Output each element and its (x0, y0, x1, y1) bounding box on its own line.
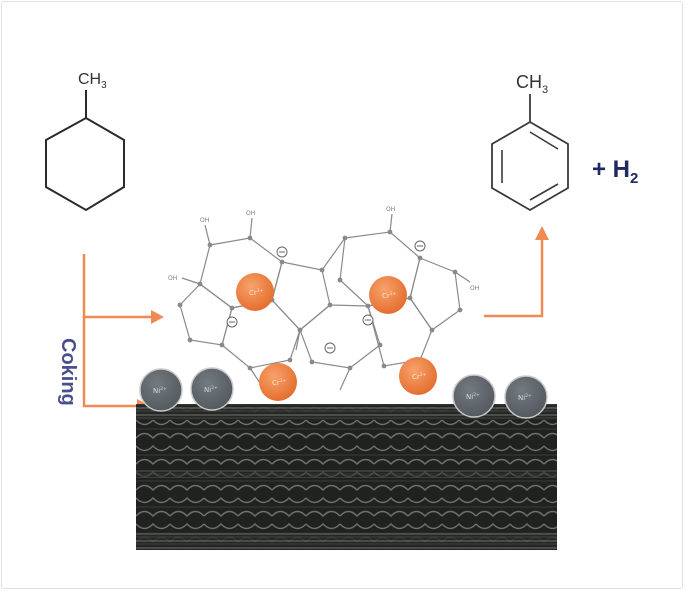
framework-node (365, 303, 371, 309)
ni-particle (504, 375, 548, 419)
framework-link-6 (389, 213, 393, 233)
ni-particle (139, 368, 183, 412)
cr-site-label: Cr3+ (272, 378, 287, 387)
framework-node (177, 302, 183, 308)
reactant-methyl-label: CH3 (78, 71, 107, 91)
negative-charge-markers (226, 240, 426, 354)
framework-node (247, 365, 253, 371)
hydroxyl-label: OH (200, 217, 209, 224)
framework-node (327, 302, 333, 308)
framework-cage-4 (409, 257, 461, 331)
framework-node (347, 365, 353, 371)
carbon-support (136, 404, 557, 550)
hydroxyl-label: OH (168, 275, 177, 282)
cr-site: Cr3+ (399, 357, 437, 395)
cr-particle (259, 363, 297, 401)
framework-cage-5 (179, 283, 233, 346)
framework-link-9 (295, 329, 301, 351)
ni-site-label: Ni2+ (153, 386, 167, 395)
ni-particle (190, 367, 234, 411)
hydroxyl-labels: OH OH OH OH OH (168, 206, 479, 292)
framework-link-5 (249, 217, 253, 239)
framework-nodes (177, 229, 463, 371)
double-bond-2 (529, 183, 559, 201)
hydroxyl-label: OH (386, 206, 395, 213)
framework-node (342, 235, 348, 241)
support-top-edge (136, 404, 557, 420)
ni-site: Ni2+ (452, 374, 496, 418)
framework-node (417, 255, 423, 261)
framework-node (229, 305, 235, 311)
framework-node (337, 277, 343, 283)
framework-node (287, 357, 293, 363)
toluene-molecule: CH3 (491, 72, 569, 212)
framework-node (377, 342, 383, 348)
methylcyclohexane-molecule: CH3 (45, 71, 125, 212)
framework-node (187, 337, 193, 343)
cr-site: Cr3+ (236, 273, 274, 311)
cyclohexane-ring (45, 116, 125, 212)
product-methyl-label: CH3 (516, 72, 548, 96)
hydroxyl-label: OH (246, 210, 255, 217)
cr-particle (236, 273, 274, 311)
ni-site: Ni2+ (504, 375, 548, 419)
framework-node (197, 281, 203, 287)
coking-label: Coking (57, 338, 79, 406)
cr-particle (369, 276, 407, 314)
framework-node (309, 359, 315, 365)
chromium-sites: Cr3+ Cr3+ Cr3+ Cr3+ (236, 273, 437, 401)
framework-node (219, 342, 225, 348)
framework-node (407, 295, 413, 301)
hydrogen-coproduct-label: + H2 (592, 156, 638, 187)
framework-node (429, 327, 435, 333)
ni-site: Ni2+ (139, 368, 183, 412)
cr-site: Cr3+ (369, 276, 407, 314)
framework-cage-7 (299, 304, 381, 369)
framework-link-4 (204, 224, 211, 246)
ni-site-label: Ni2+ (466, 392, 480, 401)
framework-link-3 (339, 367, 351, 391)
framework-link-7 (181, 277, 201, 285)
nickel-sites: Ni2+ Ni2+ Ni2+ Ni2+ (139, 367, 548, 419)
cr-particle (399, 357, 437, 395)
cr-site-label: Cr3+ (382, 291, 397, 300)
product-arrowhead (535, 226, 549, 240)
coking-path-arrow (82, 254, 140, 408)
framework-link-1 (321, 237, 346, 271)
framework-node (381, 363, 387, 369)
reaction-arrowhead (151, 310, 164, 324)
framework-node (207, 242, 213, 248)
ni-particle (452, 374, 496, 418)
ni-site-label: Ni2+ (204, 385, 218, 394)
support-bottom-edge (136, 532, 557, 550)
cr-site-label: Cr3+ (412, 372, 427, 381)
ni-site-label: Ni2+ (518, 393, 532, 402)
cr-site-label: Cr3+ (249, 288, 264, 297)
support-mid-band (136, 470, 557, 478)
framework-node (457, 307, 463, 313)
framework-node (297, 327, 303, 333)
framework-node (247, 235, 253, 241)
framework-link-8 (454, 271, 471, 283)
framework-node (319, 267, 325, 273)
framework-cage-6 (221, 299, 301, 369)
hydroxyl-label: OH (470, 285, 479, 292)
framework-node (387, 229, 393, 235)
ni-site: Ni2+ (190, 367, 234, 411)
framework-node (452, 269, 458, 275)
double-bond-1 (529, 131, 559, 150)
cr-site: Cr3+ (259, 363, 297, 401)
framework-node (279, 259, 285, 265)
product-path-arrow (484, 238, 544, 318)
benzene-ring (491, 120, 569, 212)
